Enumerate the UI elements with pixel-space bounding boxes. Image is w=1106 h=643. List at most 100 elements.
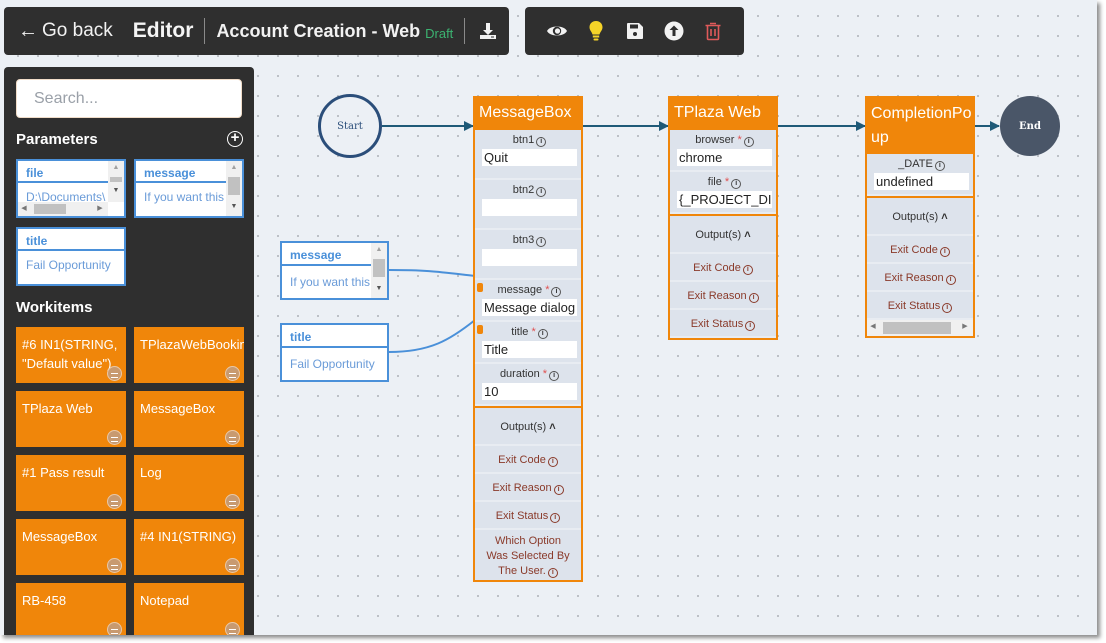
info-icon[interactable]: i <box>553 485 564 495</box>
parameter-card-message[interactable]: message If you want this to fail, click … <box>134 159 244 218</box>
horizontal-scrollbar[interactable]: ◀ ▶ <box>18 202 108 216</box>
publish-button[interactable] <box>662 19 686 43</box>
info-icon[interactable]: i <box>536 137 547 147</box>
info-icon[interactable]: i <box>939 247 950 257</box>
horizontal-scrollbar[interactable]: ◀ ▶ <box>867 320 973 336</box>
field-label-text: message <box>497 284 543 296</box>
download-icon <box>480 23 497 39</box>
field-label-text: file <box>707 176 722 188</box>
info-icon[interactable]: i <box>942 303 953 313</box>
output-label: Exit Reason <box>492 482 552 494</box>
add-parameter-button[interactable]: + <box>227 129 243 147</box>
workitem-card[interactable]: MessageBox <box>16 519 126 575</box>
robot-icon <box>225 430 240 445</box>
scroll-up-icon: ▲ <box>375 246 383 253</box>
outputs-toggle[interactable]: Output(s) ˄ <box>867 198 973 236</box>
field-input[interactable]: Message dialog <box>482 299 577 316</box>
input-port[interactable] <box>477 283 483 292</box>
workitem-card[interactable]: #4 IN1(STRING) <box>134 519 244 575</box>
info-icon[interactable]: i <box>742 265 753 275</box>
info-icon[interactable]: i <box>748 293 759 303</box>
workitem-card[interactable]: #1 Pass result <box>16 455 126 511</box>
vertical-scrollbar[interactable]: ▲ ▼ <box>108 161 124 202</box>
outputs-toggle[interactable]: Output(s) ˄ <box>475 408 581 446</box>
workitem-label: TPlaza Web <box>22 401 93 416</box>
start-label: Start <box>337 120 363 132</box>
field-input[interactable]: Quit <box>482 149 577 166</box>
field-input[interactable] <box>482 199 577 216</box>
workitem-card[interactable]: #6 IN1(STRING,"Default value") <box>16 327 126 383</box>
search-input[interactable] <box>16 79 242 118</box>
required-marker: * <box>542 284 550 296</box>
workitem-card[interactable]: RB-458 <box>16 583 126 635</box>
outputs-toggle[interactable]: Output(s) ˄ <box>670 216 776 254</box>
info-icon[interactable]: i <box>549 371 560 381</box>
info-icon[interactable]: i <box>731 179 742 189</box>
scroll-thumb[interactable] <box>34 204 66 214</box>
hint-button[interactable] <box>584 19 608 43</box>
field-input[interactable]: {_PROJECT_DIR} <box>677 191 772 208</box>
field-input[interactable] <box>482 249 577 266</box>
preview-button[interactable] <box>545 19 569 43</box>
field-input[interactable]: Title <box>482 341 577 358</box>
canvas-parameter-message[interactable]: message If you want this to fail, click … <box>280 241 389 300</box>
info-icon[interactable]: i <box>550 513 561 523</box>
chevron-up-icon: ˄ <box>741 229 751 241</box>
field-input[interactable]: 10 <box>482 383 577 400</box>
info-icon[interactable]: i <box>745 321 756 331</box>
param-link-title <box>388 319 476 353</box>
field-label: browser *i <box>677 133 772 148</box>
info-icon[interactable]: i <box>536 187 547 197</box>
workitem-label: #6 IN1(STRING, <box>22 337 118 352</box>
info-icon[interactable]: i <box>934 161 945 171</box>
workitem-card[interactable]: Notepad <box>134 583 244 635</box>
canvas-parameter-title[interactable]: title Fail Opportunity <box>280 323 389 382</box>
scroll-thumb[interactable] <box>373 259 385 277</box>
info-icon[interactable]: i <box>536 237 547 247</box>
save-button[interactable] <box>623 19 647 43</box>
info-icon[interactable]: i <box>547 457 558 467</box>
parameter-card-file[interactable]: file D:\Documents\ ▲ ▼ ◀ ▶ <box>16 159 126 218</box>
vertical-scrollbar[interactable]: ▲ ▼ <box>371 243 387 298</box>
scroll-down-icon: ▼ <box>112 187 120 194</box>
workitem-card[interactable]: MessageBox <box>134 391 244 447</box>
info-icon[interactable]: i <box>945 275 956 285</box>
info-icon[interactable]: i <box>547 568 558 578</box>
workitem-card[interactable]: Log <box>134 455 244 511</box>
download-button[interactable] <box>476 19 500 43</box>
scroll-thumb[interactable] <box>883 322 951 334</box>
input-port[interactable] <box>477 325 483 334</box>
node-field: file *i{_PROJECT_DIR} <box>670 172 776 214</box>
start-node[interactable]: Start <box>318 94 382 158</box>
plus-circle-icon: + <box>230 129 240 146</box>
workitem-label: #4 IN1(STRING) <box>140 529 237 544</box>
info-icon[interactable]: i <box>551 287 562 297</box>
end-node[interactable]: End <box>1000 96 1060 156</box>
field-input[interactable]: chrome <box>677 149 772 166</box>
output-label: Exit Status <box>690 318 744 330</box>
info-icon[interactable]: i <box>743 137 754 147</box>
required-marker: * <box>539 368 548 380</box>
delete-button[interactable] <box>701 19 725 43</box>
info-icon[interactable]: i <box>537 329 548 339</box>
scroll-thumb[interactable] <box>228 177 240 195</box>
node-title-line: CompletionPo <box>871 105 972 122</box>
parameters-heading: Parameters <box>16 131 98 148</box>
robot-icon <box>107 366 122 381</box>
parameter-value: Fail Opportunity <box>290 357 375 371</box>
node-title: TPlaza Web <box>670 98 776 130</box>
vertical-scrollbar[interactable]: ▲ ▼ <box>226 161 242 216</box>
parameter-card-title[interactable]: title Fail Opportunity <box>16 227 126 286</box>
field-input[interactable]: undefined <box>874 173 969 190</box>
scroll-thumb[interactable] <box>110 177 122 182</box>
workitem-card[interactable]: TPlaza Web <box>16 391 126 447</box>
go-back-button[interactable]: ← Go back <box>18 20 113 43</box>
robot-icon <box>225 558 240 573</box>
workitem-card[interactable]: TPlazaWebBooking <box>134 327 244 383</box>
